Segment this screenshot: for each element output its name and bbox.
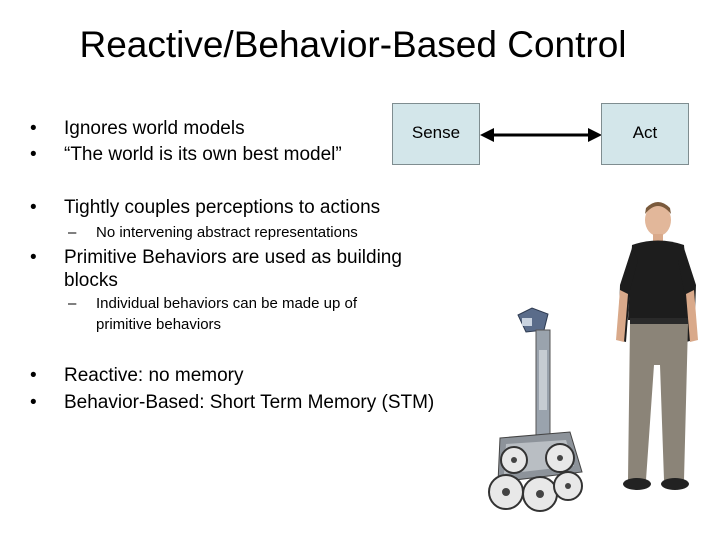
slide-title: Reactive/Behavior-Based Control [79,24,627,65]
arrow-head-left [480,128,494,142]
bullet-mark: • [30,118,37,139]
sub-mark: – [68,295,77,312]
sub-text: No intervening abstract representations [96,224,358,241]
sense-box: Sense [392,103,480,165]
person-illustration [616,202,698,490]
bullet-text-line1: Primitive Behaviors are used as building [64,247,402,268]
arrow-head-right [588,128,602,142]
sub-mark: – [68,224,77,241]
bullet-text: Ignores world models [64,118,245,139]
bullet-text-line2: blocks [64,270,118,291]
bullet-text: Tightly couples perceptions to actions [64,197,381,218]
bullet-text: Reactive: no memory [64,365,244,386]
double-arrow [480,128,602,142]
bullet-mark: • [30,197,37,218]
bullet-mark: • [30,392,37,413]
act-label: Act [632,123,658,142]
bullet-text: “The world is its own best model” [64,144,342,165]
bullet-mark: • [30,247,37,268]
robot-illustration [488,307,583,512]
sub-text-line1: Individual behaviors can be made up of [96,295,358,312]
bullet-text: Behavior-Based: Short Term Memory (STM) [64,392,435,413]
sub-text-line2: primitive behaviors [96,316,222,333]
bullet-mark: • [30,144,37,165]
sense-label: Sense [411,123,461,142]
bullet-mark: • [30,365,37,386]
act-box: Act [601,103,689,165]
person-robot-photo [488,202,698,512]
